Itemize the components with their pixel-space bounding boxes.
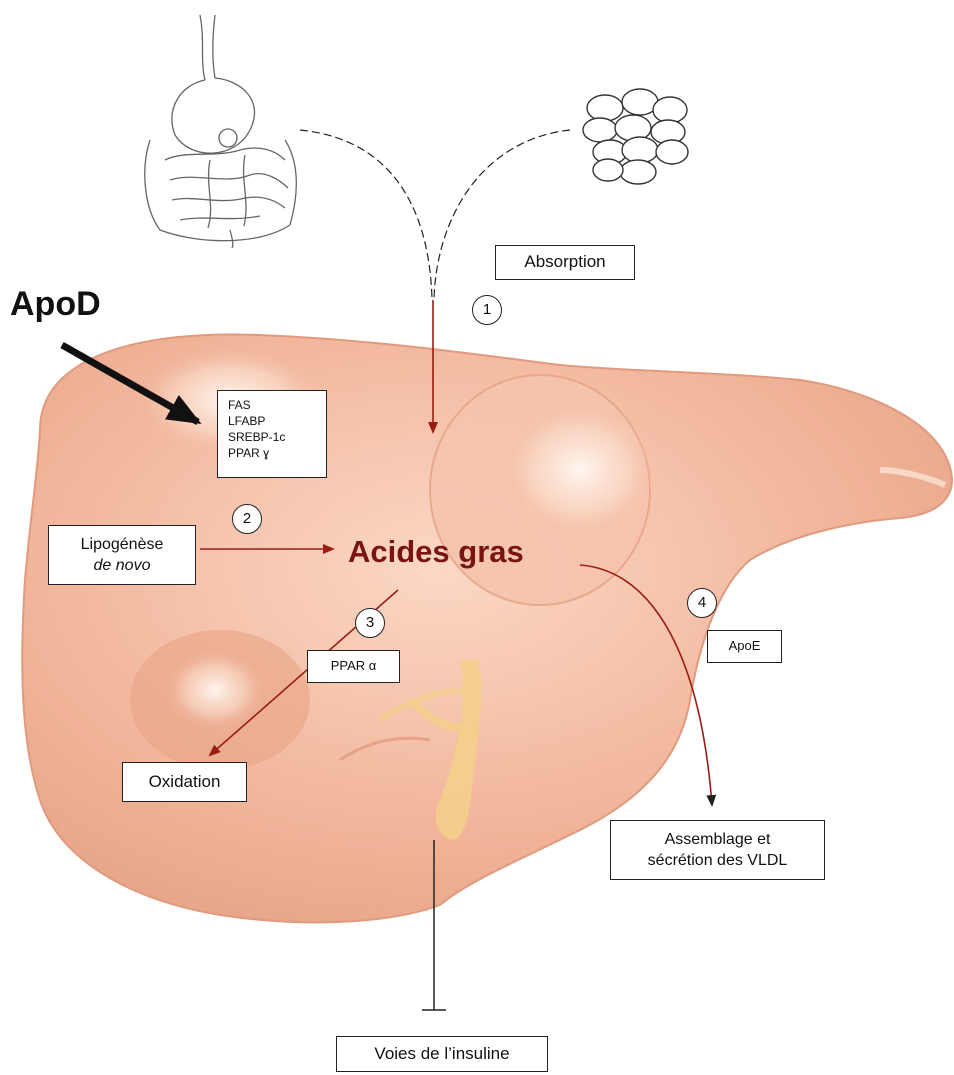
absorption-flow-from-intestine: [300, 130, 432, 300]
vldl-box: Assemblage et sécrétion des VLDL: [610, 820, 825, 880]
step-4-badge: 4: [687, 588, 717, 618]
vldl-label-line2: sécrétion des VLDL: [611, 850, 824, 871]
adipose-cells-icon: [583, 89, 688, 184]
acides-gras-label: Acides gras: [348, 534, 524, 570]
ppar-alpha-box: PPAR α: [307, 650, 400, 683]
ppar-alpha-label: PPAR α: [331, 658, 377, 673]
apoe-label: ApoE: [729, 638, 761, 653]
lipogenese-box: Lipogénèse de novo: [48, 525, 196, 585]
marker-srebp1c: SREBP-1c: [228, 429, 326, 445]
vldl-label-line1: Assemblage et: [611, 829, 824, 850]
marker-lfabp: LFABP: [228, 413, 326, 429]
apoe-box: ApoE: [707, 630, 782, 663]
lipogenic-markers-box: FAS LFABP SREBP-1c PPAR ɣ: [217, 390, 327, 478]
absorption-label: Absorption: [524, 252, 605, 271]
insulin-pathways-label: Voies de l’insuline: [374, 1044, 509, 1063]
oxidation-label: Oxidation: [149, 772, 221, 791]
insulin-pathways-box: Voies de l’insuline: [336, 1036, 548, 1072]
digestive-system-icon: [145, 15, 297, 248]
absorption-box: Absorption: [495, 245, 635, 280]
step-3-badge: 3: [355, 608, 385, 638]
marker-fas: FAS: [228, 397, 326, 413]
marker-ppar-gamma: PPAR ɣ: [228, 445, 326, 461]
apod-title: ApoD: [10, 285, 101, 324]
lipogenese-label: Lipogénèse: [49, 534, 195, 555]
step-2-badge: 2: [232, 504, 262, 534]
step-1-badge: 1: [472, 295, 502, 325]
oxidation-box: Oxidation: [122, 762, 247, 802]
de-novo-label: de novo: [49, 555, 195, 576]
